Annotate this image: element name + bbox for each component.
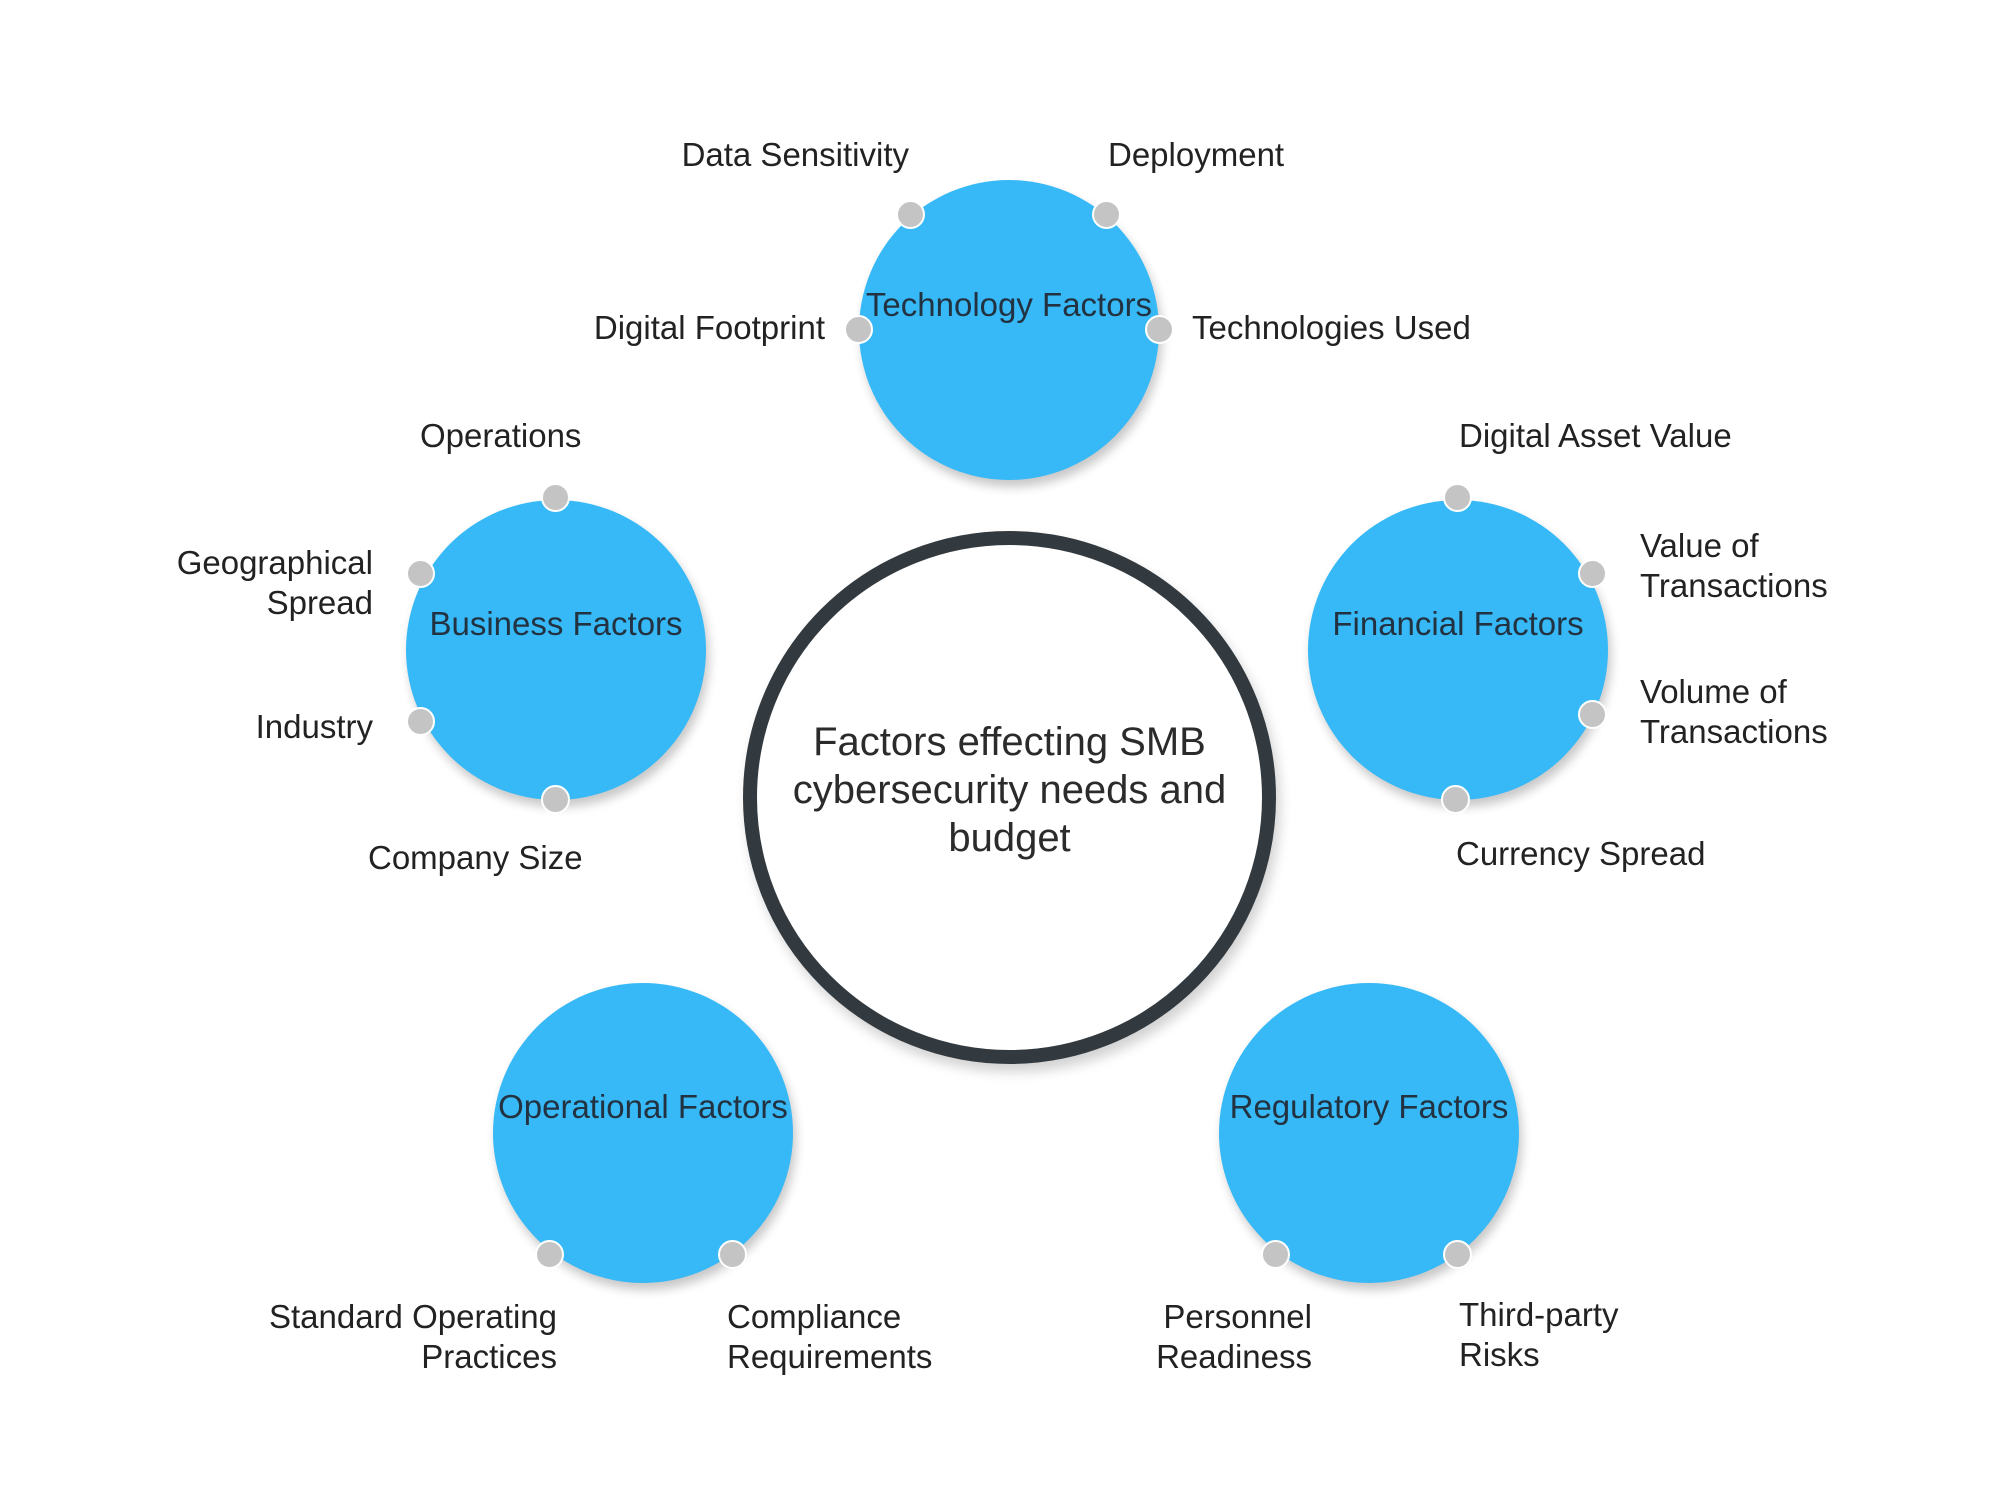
business-item-operations: Operations (420, 417, 582, 454)
technology-item-digital-footprint: Digital Footprint (593, 309, 825, 346)
business-dot-industry (406, 707, 435, 736)
financial-factors-title: Financial Factors (1332, 605, 1584, 642)
business-item-industry: Industry (255, 708, 373, 745)
business-factors-circle (406, 500, 706, 800)
operational-dot-compliance-requirements (718, 1240, 747, 1269)
business-dot-geographical-spread (406, 559, 435, 588)
regulatory-factors-title: Regulatory Factors (1229, 1088, 1509, 1125)
technology-dot-deployment (1092, 200, 1121, 229)
operational-item-standard-operating-practices: Standard Operating Practices (268, 1298, 557, 1375)
center-title: Factors effecting SMB cybersecurity need… (792, 720, 1227, 860)
regulatory-item-third-party-risks: Third-party Risks (1459, 1296, 1619, 1373)
regulatory-dot-personnel-readiness (1261, 1240, 1290, 1269)
technology-factors-circle (859, 180, 1159, 480)
financial-factors-circle (1308, 500, 1608, 800)
regulatory-dot-third-party-risks (1443, 1240, 1472, 1269)
business-item-company-size: Company Size (368, 839, 583, 876)
regulatory-factors-circle (1219, 983, 1519, 1283)
financial-item-value-of-transactions: Value of Transactions (1640, 527, 1828, 604)
technology-dot-data-sensitivity (896, 200, 925, 229)
financial-dot-value-of-transactions (1578, 559, 1607, 588)
business-item-geographical-spread: Geographical Spread (176, 544, 373, 621)
financial-dot-digital-asset-value (1443, 483, 1472, 512)
financial-item-currency-spread: Currency Spread (1456, 835, 1706, 872)
technology-dot-digital-footprint (844, 315, 873, 344)
technology-factors-title: Technology Factors (865, 286, 1153, 323)
operational-dot-standard-operating-practices (535, 1240, 564, 1269)
financial-dot-currency-spread (1441, 785, 1470, 814)
operational-factors-title: Operational Factors (498, 1088, 788, 1125)
technology-dot-technologies-used (1145, 315, 1174, 344)
technology-item-data-sensitivity: Data Sensitivity (681, 136, 909, 173)
financial-dot-volume-of-transactions (1578, 700, 1607, 729)
technology-item-deployment: Deployment (1108, 136, 1285, 173)
financial-item-digital-asset-value: Digital Asset Value (1459, 417, 1732, 454)
operational-item-compliance-requirements: Compliance Requirements (727, 1298, 933, 1375)
technology-item-technologies-used: Technologies Used (1192, 309, 1471, 346)
regulatory-item-personnel-readiness: Personnel Readiness (1156, 1298, 1312, 1375)
business-dot-operations (541, 483, 570, 512)
business-dot-company-size (541, 785, 570, 814)
business-factors-title: Business Factors (429, 605, 683, 642)
operational-factors-circle (493, 983, 793, 1283)
financial-item-volume-of-transactions: Volume of Transactions (1640, 673, 1828, 750)
